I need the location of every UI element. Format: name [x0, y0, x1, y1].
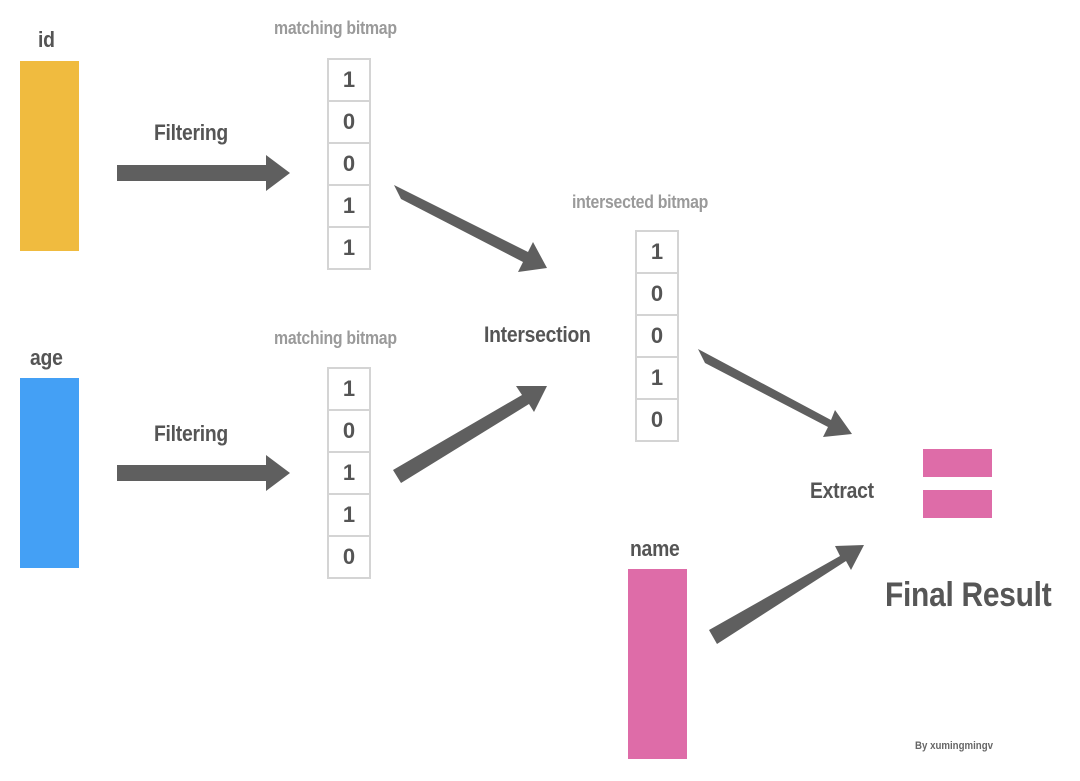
- bitmap-cell: 0: [329, 102, 369, 144]
- intersected-bitmap-title: intersected bitmap: [572, 192, 709, 212]
- id-matching-bitmap-title: matching bitmap: [274, 18, 397, 38]
- bitmap-cell: 0: [637, 316, 677, 358]
- id-matching-bitmap: 1 0 0 1 1: [327, 58, 371, 270]
- age-column-bar: [20, 378, 79, 568]
- name-column-label: name: [630, 536, 680, 561]
- age-matching-bitmap: 1 0 1 1 0: [327, 367, 371, 579]
- bitmap-cell: 0: [637, 274, 677, 316]
- author-credit: By xumingmingv: [915, 740, 993, 752]
- bitmap-cell: 1: [329, 495, 369, 537]
- age-filtering-label: Filtering: [154, 421, 228, 446]
- id-column-bar: [20, 61, 79, 251]
- bitmap-cell: 1: [329, 186, 369, 228]
- final-result-block: [923, 490, 992, 518]
- bitmap-cell: 0: [329, 411, 369, 453]
- name-column-bar: [628, 569, 687, 759]
- intersection-label: Intersection: [484, 322, 591, 347]
- bitmap-cell: 1: [329, 60, 369, 102]
- bitmap-cell: 0: [650, 407, 664, 432]
- extract-label: Extract: [810, 478, 874, 503]
- age-matching-bitmap-title: matching bitmap: [274, 328, 397, 348]
- bitmap-cell: 1: [637, 232, 677, 274]
- final-result-label: Final Result: [885, 576, 1052, 614]
- bitmap-cell: 0: [329, 144, 369, 186]
- age-column-label: age: [30, 345, 63, 370]
- filter-arrow-icon: [117, 455, 290, 491]
- bitmap-cell: 1: [329, 369, 369, 411]
- to-intersection-arrow-icon: [394, 185, 547, 272]
- to-intersection-arrow-icon: [393, 386, 547, 483]
- bitmap-cell: 1: [342, 235, 356, 260]
- to-extract-arrow-icon: [698, 349, 852, 437]
- id-filtering-label: Filtering: [154, 120, 228, 145]
- bitmap-cell: 1: [637, 358, 677, 400]
- name-to-extract-arrow-icon: [709, 545, 864, 644]
- bitmap-cell: 0: [342, 544, 356, 569]
- bitmap-cell: 1: [329, 453, 369, 495]
- final-result-block: [923, 449, 992, 477]
- id-column-label: id: [38, 27, 55, 52]
- intersected-bitmap: 1 0 0 1 0: [635, 230, 679, 442]
- filter-arrow-icon: [117, 155, 290, 191]
